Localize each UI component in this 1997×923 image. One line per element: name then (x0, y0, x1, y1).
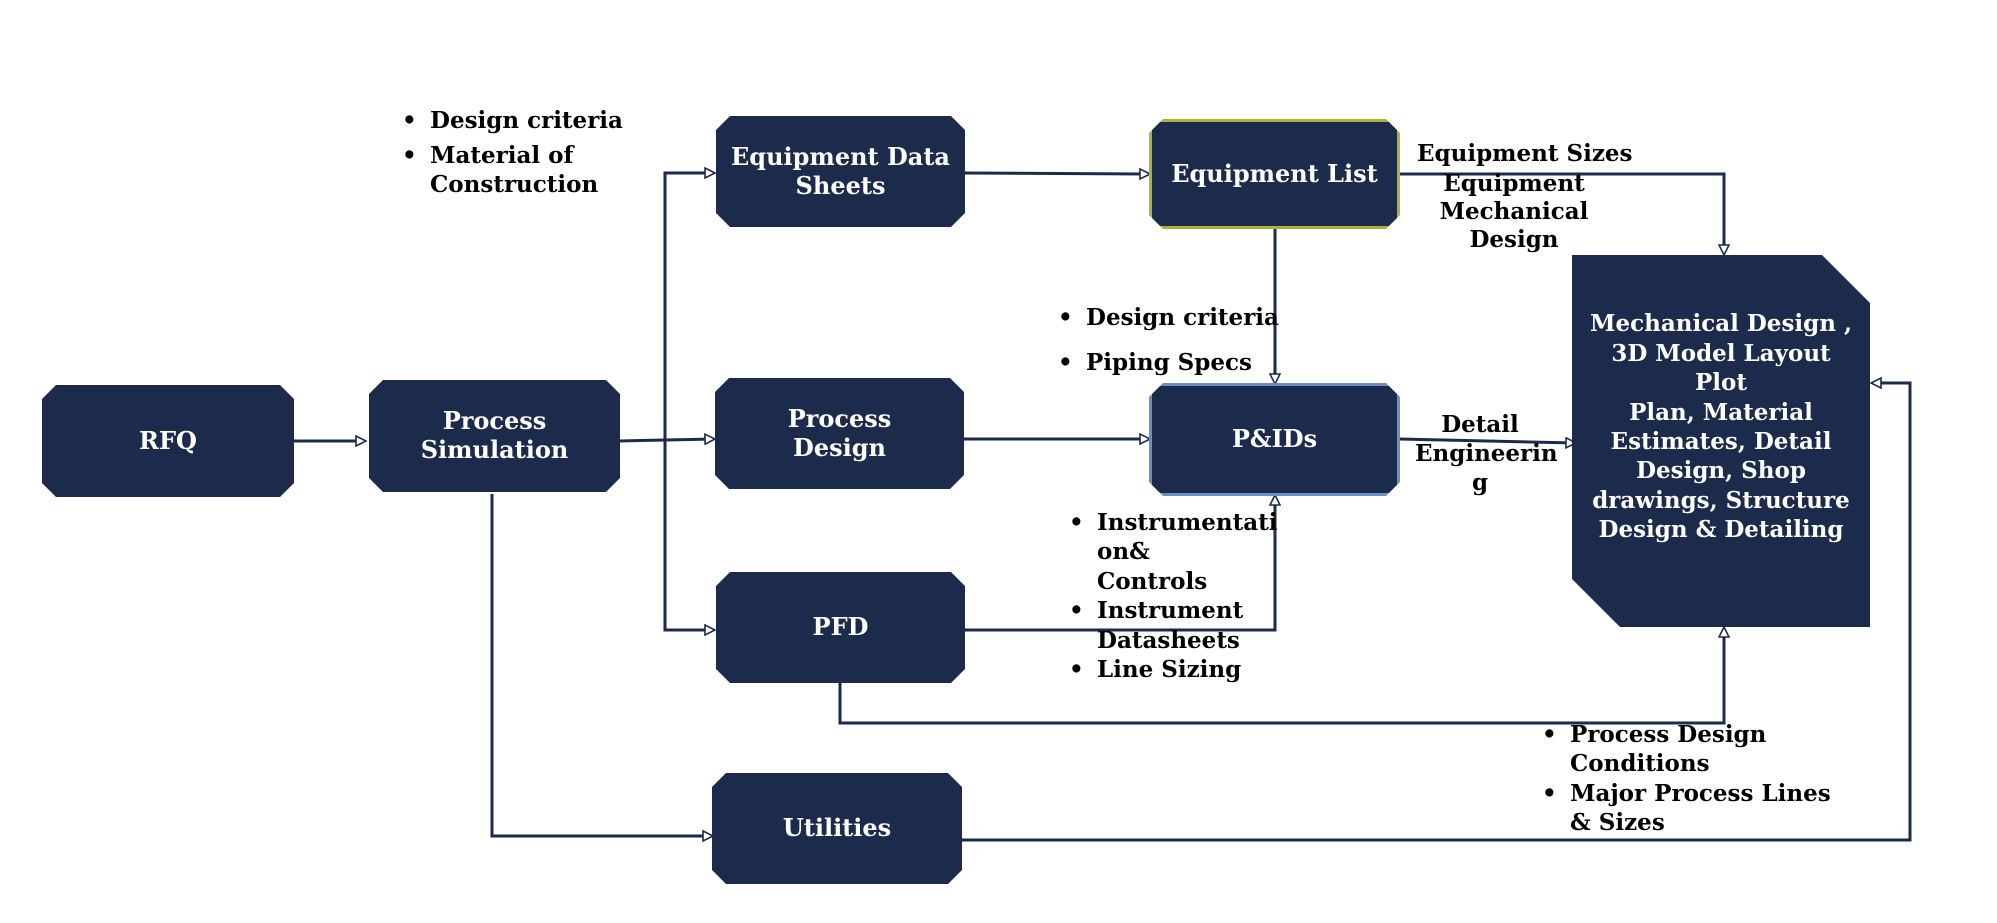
eds-note-item: Design criteria (400, 107, 640, 136)
utilities-box: Utilities (712, 773, 962, 884)
rfq-box: RFQ (42, 385, 294, 497)
arrow-simulation-to-process-design (619, 439, 714, 441)
pids-top-note-item: Piping Specs (1056, 349, 1296, 378)
process-design-box: Process Design (715, 378, 964, 489)
detail-engineering-label: Detail Engineerin g (1415, 411, 1558, 496)
process-note-item: Process Design Conditions (1540, 720, 1840, 779)
rfq-label: RFQ (139, 425, 197, 455)
process-simulation-label: Process Simulation (420, 406, 569, 464)
pids-box: P&IDs (1149, 383, 1400, 496)
arrow-equipment-list-to-mechanical (1400, 172, 1724, 254)
eds-note-item: Material of Construction (400, 142, 640, 200)
pids-label: P&IDs (1231, 424, 1318, 454)
utilities-label: Utilities (782, 813, 892, 843)
arrow-simulation-to-eds (663, 173, 714, 441)
equipment-list-box: Equipment List (1149, 119, 1400, 229)
pfd-note-item: Instrument Datasheets (1067, 596, 1257, 655)
pids-top-note-item: Design criteria (1056, 304, 1296, 333)
process-simulation-box: Process Simulation (369, 380, 620, 492)
process-design-label: Process Design (787, 403, 892, 462)
arrow-eds-to-equipment-list (963, 173, 1149, 174)
process-note-item: Major Process Lines & Sizes (1540, 779, 1840, 838)
arrow-simulation-to-utilities (490, 494, 712, 836)
arrow-utilities-to-mechanical (962, 383, 1912, 842)
mechanical-design-box: Mechanical Design , 3D Model Layout Plot… (1572, 255, 1870, 627)
eds-notes: Design criteria Material of Construction (400, 107, 640, 199)
pfd-label: PFD (812, 612, 869, 642)
pfd-note-item: Instrumentati on& Controls (1067, 508, 1277, 596)
arrow-simulation-to-pfd (663, 441, 714, 630)
equipment-sizes-label: Equipment Sizes (1417, 140, 1633, 167)
equipment-data-sheets-box: Equipment Data Sheets (716, 116, 965, 227)
process-notes: Process Design Conditions Major Process … (1540, 720, 1840, 838)
arrow-pfd-to-mechanical (838, 628, 1724, 725)
pids-top-notes: Design criteria Piping Specs (1056, 304, 1296, 378)
mechanical-design-label: Mechanical Design , 3D Model Layout Plot… (1590, 310, 1852, 544)
pfd-box: PFD (716, 572, 965, 683)
equipment-mechanical-design-label: Equipment Mechanical Design (1439, 170, 1589, 254)
pfd-note-item: Line Sizing (1067, 655, 1257, 685)
equipment-data-sheets-label: Equipment Data Sheets (731, 141, 950, 200)
arrow-pids-to-mechanical (1399, 439, 1575, 443)
equipment-list-label: Equipment List (1171, 158, 1378, 188)
pfd-notes: Instrumentati on& Controls Instrument Da… (1067, 508, 1277, 685)
